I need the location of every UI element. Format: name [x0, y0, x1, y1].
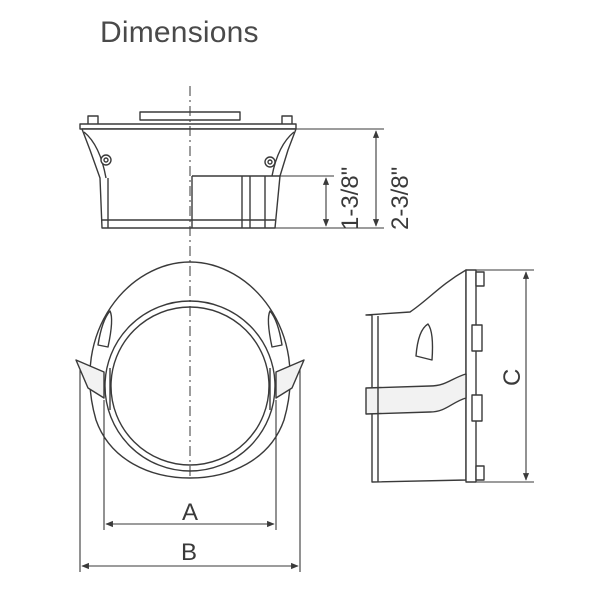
- side-elevation-view: [79, 111, 297, 229]
- dimension-label-c: C: [499, 369, 526, 386]
- dimension-label-a: A: [182, 499, 198, 526]
- dimension-label-b: B: [181, 539, 197, 566]
- dimension-label-1-3-8: 1-3/8": [337, 167, 364, 230]
- page-title: Dimensions: [100, 16, 259, 49]
- dimension-label-2-3-8: 2-3/8": [387, 167, 414, 230]
- dimension-lines: [79, 128, 534, 572]
- profile-view: [365, 269, 485, 483]
